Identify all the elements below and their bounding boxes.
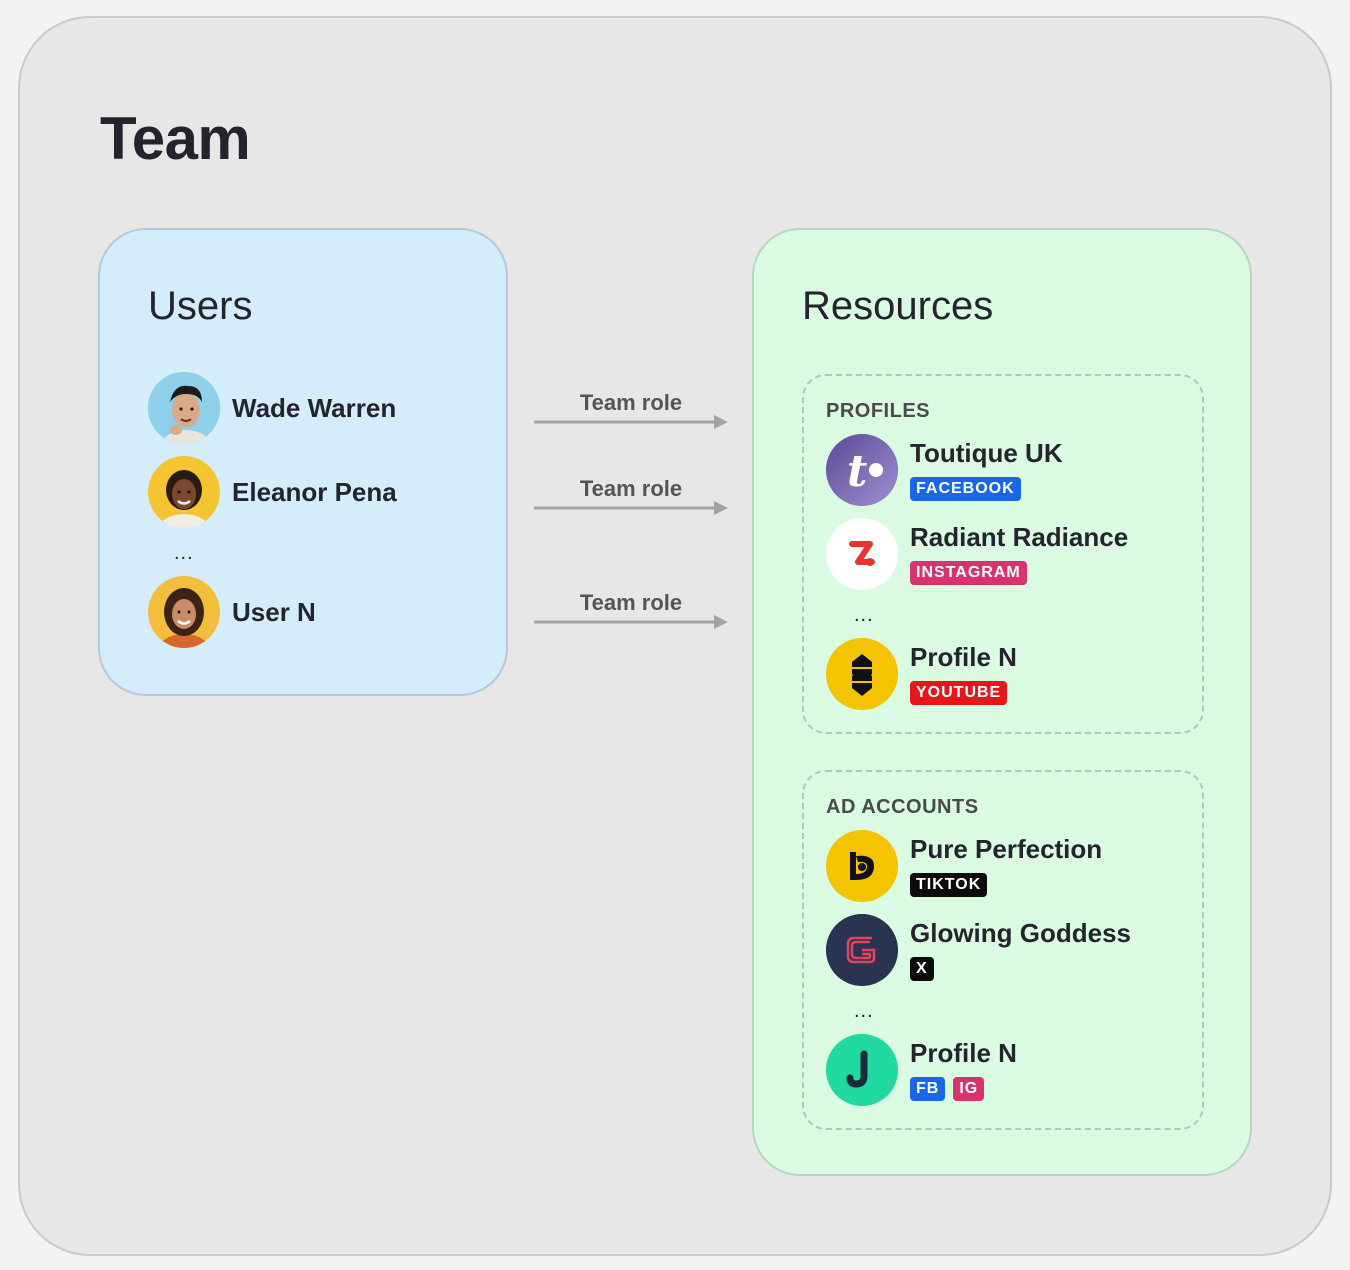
ad-account-item[interactable]: Glowing Goddess X (826, 914, 1131, 986)
profiles-title: PROFILES (826, 400, 931, 422)
arrow-icon (534, 415, 728, 429)
user-photo-icon (148, 456, 220, 528)
profile-item[interactable]: t Toutique UK FACEBOOK (826, 434, 1063, 506)
edge-label: Team role (579, 590, 683, 615)
platform-badge: IG (953, 1077, 985, 1101)
edge-label: Team role (579, 390, 683, 415)
svg-text:t: t (847, 446, 867, 497)
user-name: Eleanor Pena (232, 476, 397, 507)
platform-badge: X (910, 957, 934, 981)
avatar (148, 576, 220, 648)
ad-accounts-ellipsis: ... (854, 1000, 874, 1022)
user-name: User N (232, 596, 316, 627)
arrow-icon (534, 501, 728, 515)
glowing-goddess-logo-icon (826, 914, 898, 986)
ad-account-name: Glowing Goddess (910, 918, 1132, 948)
arrow-icon (534, 615, 728, 629)
ad-account-item[interactable]: Pure Perfection TIKTOK (826, 830, 1102, 902)
platform-badge: TIKTOK (910, 873, 988, 897)
toutique-logo-icon: t (826, 434, 898, 506)
user-row[interactable]: Wade Warren (148, 372, 396, 444)
user-row[interactable]: Eleanor Pena (148, 456, 397, 528)
resources-panel: Resources PROFILES t Toutique UK FACEBOO… (752, 228, 1252, 1176)
avatar (148, 372, 220, 444)
ad-account-item[interactable]: Profile N FB IG (826, 1034, 1017, 1106)
profile-item[interactable]: Radiant Radiance INSTAGRAM (826, 518, 1128, 590)
users-title: Users (148, 284, 253, 328)
ad-accounts-title: AD ACCOUNTS (826, 796, 979, 818)
platform-badge: FACEBOOK (910, 477, 1021, 501)
profiles-group: PROFILES t Toutique UK FACEBOOK (802, 374, 1204, 734)
profile-item[interactable]: Profile N YOUTUBE (826, 638, 1017, 710)
platform-badge: INSTAGRAM (910, 561, 1027, 585)
radiant-logo-icon (826, 518, 898, 590)
user-photo-icon (148, 372, 220, 444)
edge-label: Team role (579, 476, 683, 501)
avatar (148, 456, 220, 528)
users-ellipsis: ... (174, 542, 194, 564)
ad-account-name: Pure Perfection (910, 834, 1103, 864)
page-title: Team (100, 105, 251, 172)
profile-n-ad-logo-icon (826, 1034, 898, 1106)
ad-accounts-group: AD ACCOUNTS Pure Perfection TIKTOK (802, 770, 1204, 1130)
user-name: Wade Warren (232, 392, 397, 423)
profile-n-logo-icon (826, 638, 898, 710)
pure-perfection-logo-icon (826, 830, 898, 902)
profile-name: Toutique UK (910, 438, 1063, 468)
user-row[interactable]: User N (148, 576, 316, 648)
users-panel: Users Wade Warren (98, 228, 508, 696)
profile-name: Radiant Radiance (910, 522, 1129, 552)
user-photo-icon (148, 576, 220, 648)
resources-title: Resources (802, 284, 994, 328)
platform-badge: FB (910, 1077, 946, 1101)
ad-account-name: Profile N (910, 1038, 1017, 1068)
profile-name: Profile N (910, 642, 1017, 672)
profiles-ellipsis: ... (854, 604, 874, 626)
platform-badge: YOUTUBE (910, 681, 1008, 705)
